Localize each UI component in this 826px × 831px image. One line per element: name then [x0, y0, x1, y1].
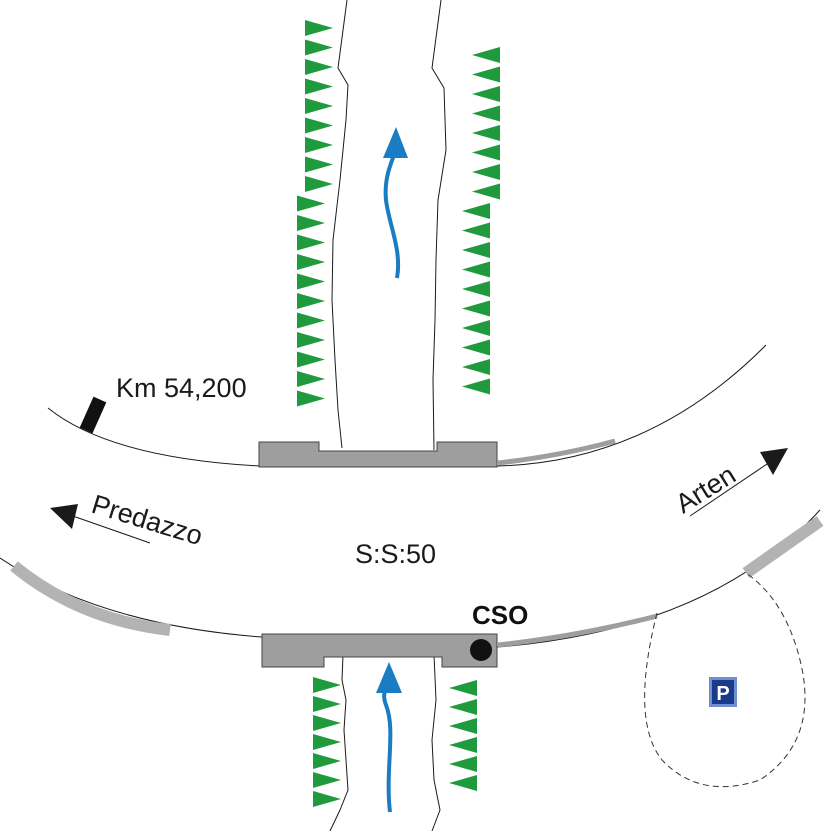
lower-river-right-bank — [431, 654, 441, 831]
monitoring-station-dot-icon — [470, 639, 492, 661]
vegetation-triangle-icon — [297, 254, 325, 270]
lower-river-left-bank — [329, 654, 349, 831]
vegetation-triangle-icon — [297, 195, 325, 212]
vegetation-triangle-icon — [472, 86, 500, 102]
vegetation-triangle-icon — [462, 242, 490, 258]
km-marker-post-icon — [79, 396, 107, 434]
vegetation-triangle-icon — [313, 772, 341, 788]
guard-rail-far-east — [742, 516, 824, 578]
vegetation-triangle-icon — [462, 261, 490, 278]
vegetation-triangle-icon — [297, 215, 325, 231]
vegetation-triangle-icon — [472, 144, 500, 161]
vegetation-triangle-icon — [472, 125, 500, 141]
vegetation-triangle-icon — [305, 137, 333, 153]
vegetation-triangle-icon — [297, 234, 325, 251]
vegetation-triangle-icon — [462, 339, 490, 356]
upper-river-left-bank — [331, 0, 349, 449]
vegetation-triangle-icon — [305, 20, 333, 36]
guard-rail-north-east — [497, 438, 616, 466]
vegetation-triangle-icon — [297, 293, 325, 309]
vegetation-triangle-icon — [449, 680, 477, 696]
road-name-label: S:S:50 — [355, 539, 436, 569]
vegetation-triangle-icon — [305, 78, 333, 95]
vegetation-triangle-icon — [449, 699, 477, 715]
vegetation-triangle-icon — [313, 791, 341, 807]
vegetation-triangle-icon — [472, 105, 500, 122]
vegetation-triangle-icon — [462, 359, 490, 375]
upper-river-right-bank — [431, 0, 447, 451]
vegetation-triangle-icon — [449, 756, 477, 772]
vegetation-triangle-icon — [462, 378, 490, 395]
vegetation-triangle-icon — [305, 176, 333, 192]
vegetation-triangle-icon — [305, 98, 333, 114]
vegetation-triangle-icon — [449, 737, 477, 753]
parking-sign-icon: P — [709, 677, 737, 707]
arten-label: Arten — [670, 459, 741, 519]
bridge-south — [261, 633, 498, 668]
vegetation-triangle-icon — [297, 273, 325, 290]
vegetation-triangle-icon — [449, 718, 477, 734]
vegetation-triangle-icon — [472, 183, 500, 200]
station-label: CSO — [472, 600, 528, 630]
vegetation-lower-left — [313, 677, 341, 807]
vegetation-triangle-icon — [472, 66, 500, 83]
vegetation-triangle-icon — [297, 332, 325, 348]
vegetation-lower-right — [449, 680, 477, 791]
vegetation-triangle-icon — [297, 371, 325, 387]
vegetation-triangle-icon — [313, 753, 341, 769]
vegetation-triangle-icon — [462, 203, 490, 219]
vegetation-triangle-icon — [472, 164, 500, 180]
vegetation-triangle-icon — [462, 300, 490, 317]
vegetation-triangle-icon — [297, 390, 325, 407]
parking-area-outline — [644, 572, 806, 788]
vegetation-triangle-icon — [305, 59, 333, 75]
parking-letter: P — [716, 683, 729, 705]
predazzo-direction-arrow-icon — [50, 504, 151, 544]
upper-water-flow-arrow-icon — [383, 127, 408, 279]
bridge-north — [258, 441, 498, 468]
km-marker-label: Km 54,200 — [116, 373, 247, 403]
vegetation-triangle-icon — [297, 351, 325, 368]
guard-rail-west — [10, 561, 171, 636]
vegetation-triangle-icon — [313, 715, 341, 731]
vegetation-triangle-icon — [313, 696, 341, 712]
vegetation-triangle-icon — [297, 312, 325, 329]
guard-rail-south-east — [497, 613, 658, 648]
vegetation-triangle-icon — [472, 47, 500, 63]
vegetation-triangle-icon — [305, 117, 333, 134]
vegetation-triangle-icon — [462, 281, 490, 297]
vegetation-triangle-icon — [462, 222, 490, 239]
vegetation-upper-left — [297, 20, 333, 407]
road-north-edge — [47, 344, 767, 467]
vegetation-triangle-icon — [449, 775, 477, 791]
arten-direction-arrow-icon — [689, 448, 788, 517]
vegetation-triangle-icon — [462, 320, 490, 336]
vegetation-upper-right — [462, 47, 500, 395]
vegetation-triangle-icon — [313, 677, 341, 693]
lower-water-flow-arrow-icon — [376, 662, 402, 813]
vegetation-triangle-icon — [305, 39, 333, 56]
vegetation-triangle-icon — [305, 156, 333, 173]
vegetation-triangle-icon — [313, 734, 341, 750]
